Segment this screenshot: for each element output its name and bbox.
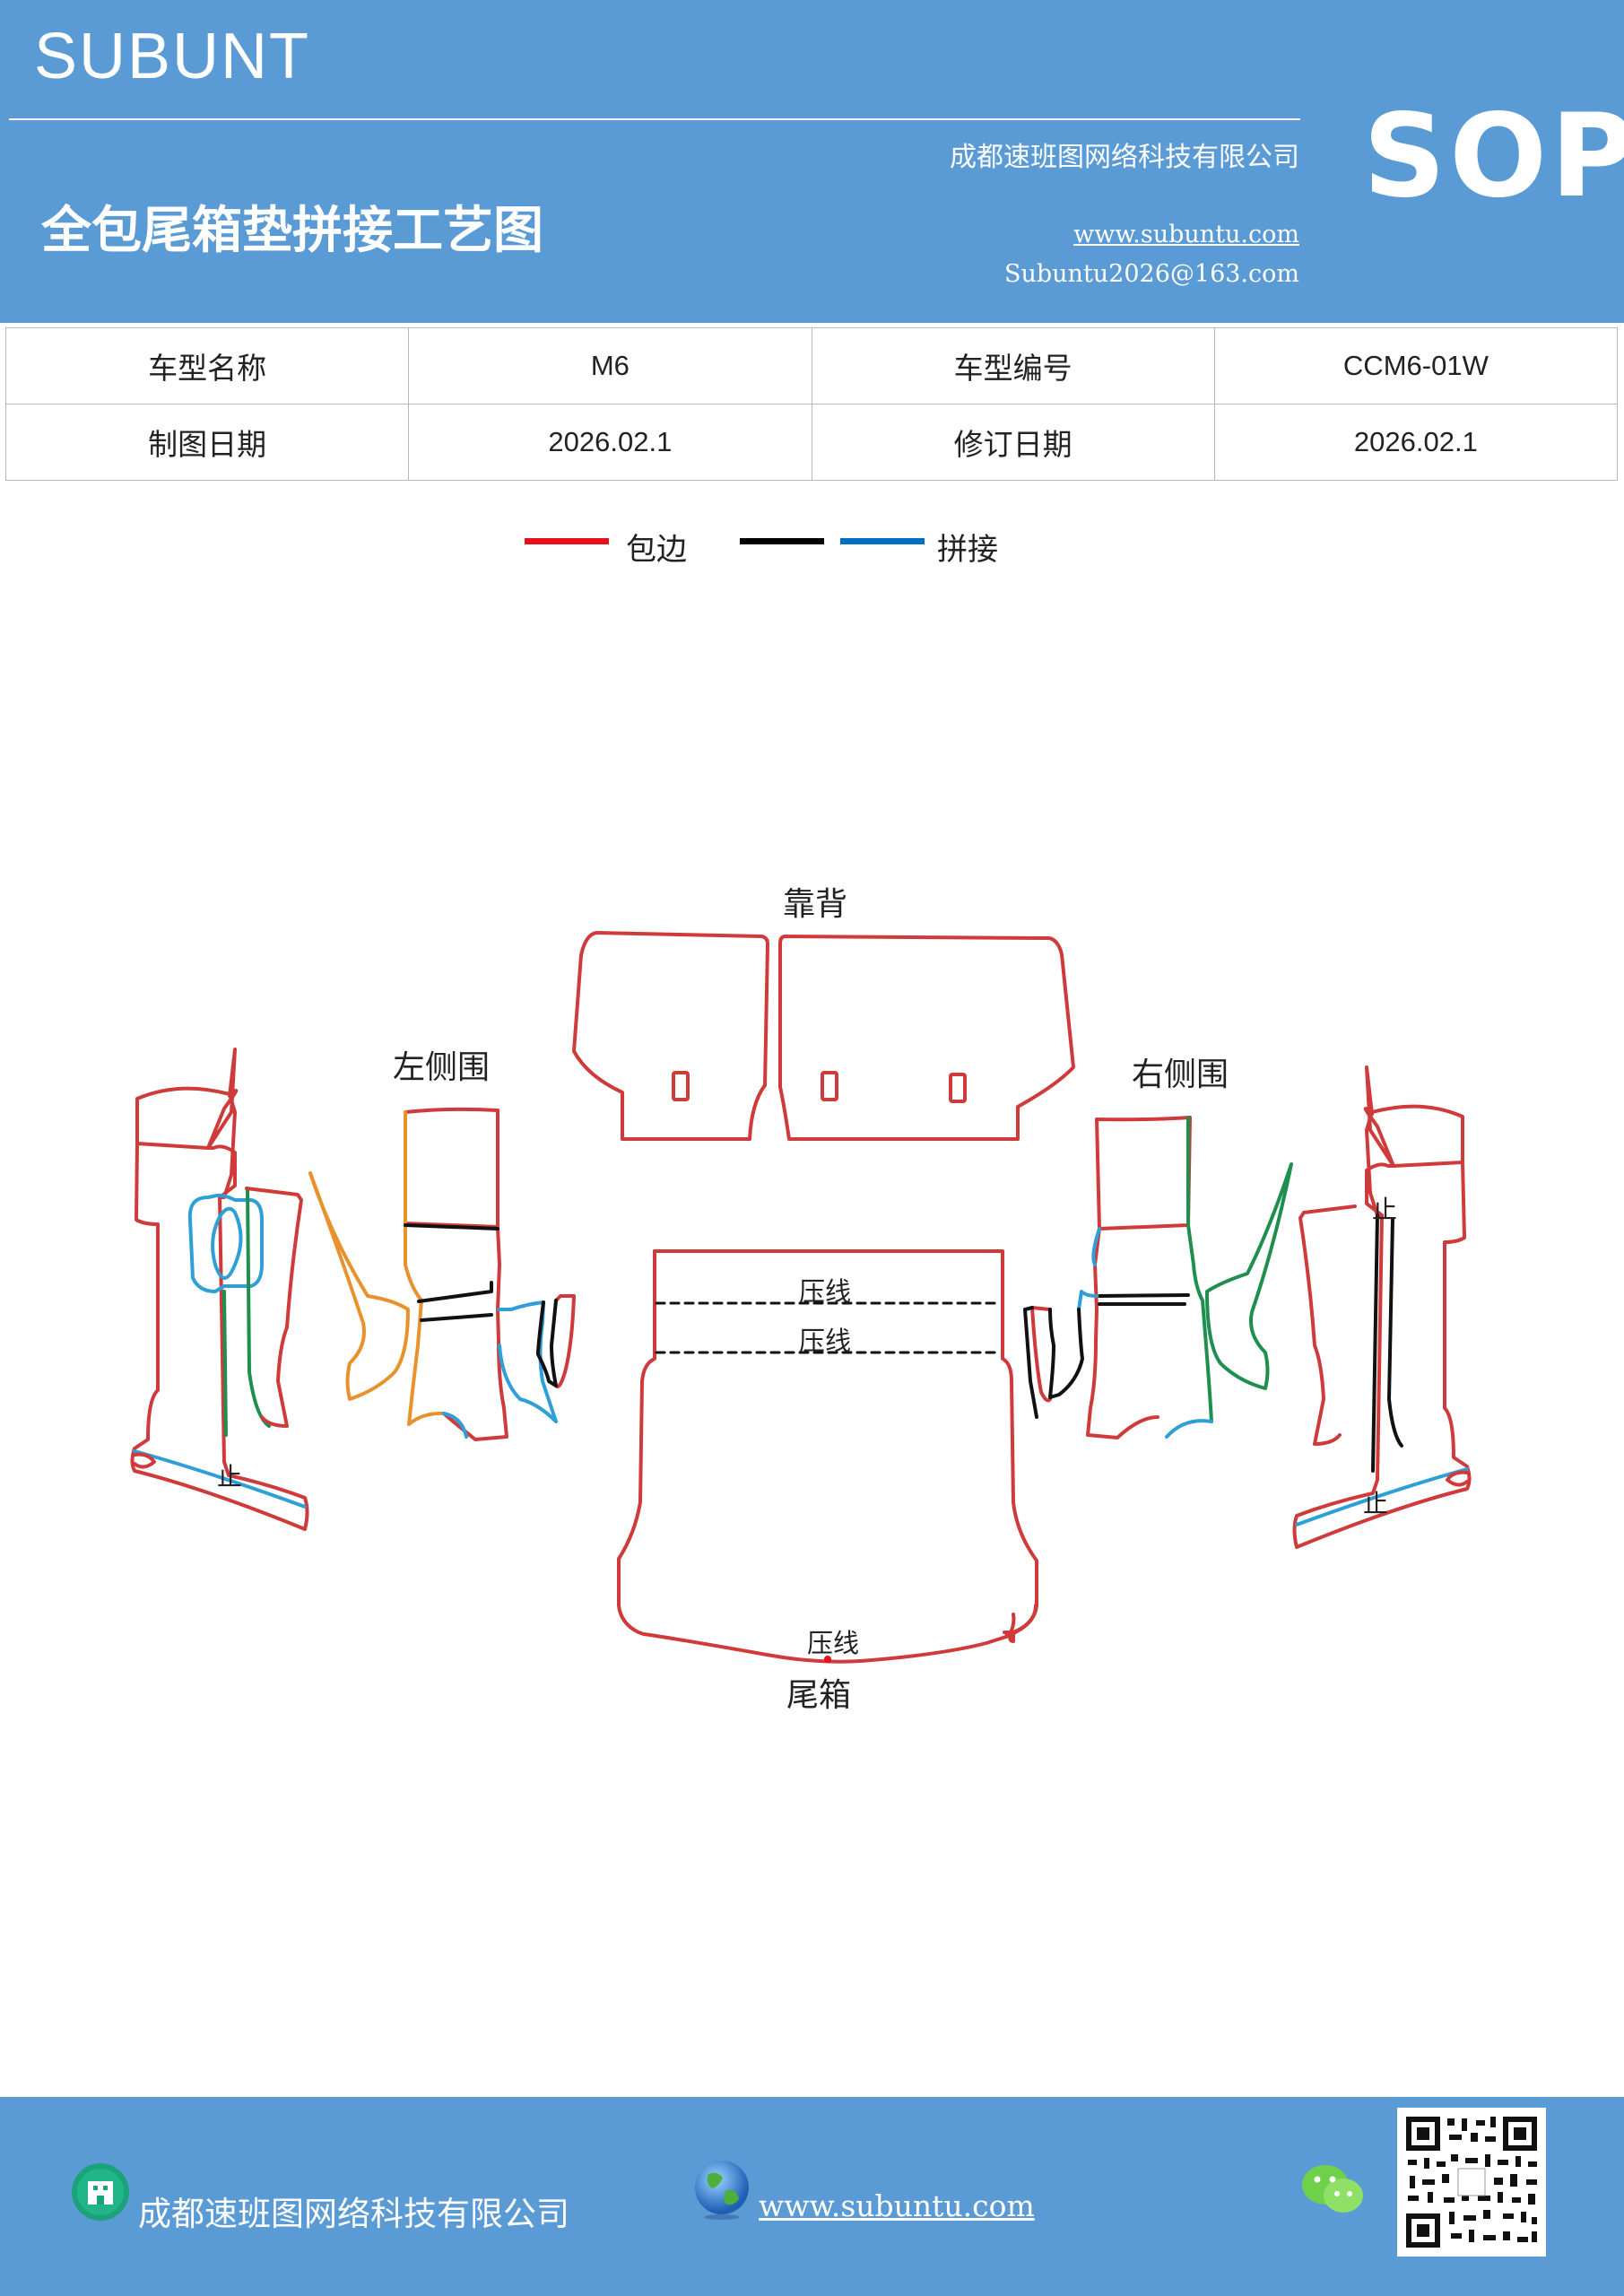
- left-seam-green: [222, 1187, 271, 1437]
- left-middle-column: [442, 1225, 508, 1441]
- footer-banner: 成都速班图网络科技有限公司 www.subuntu.com: [0, 2097, 1624, 2296]
- draw-date-value: 2026.02.1: [408, 404, 812, 481]
- revision-date-value: 2026.02.1: [1213, 404, 1619, 481]
- right-outer-panel: [1365, 1104, 1464, 1217]
- left-inset-blue: [211, 1206, 243, 1280]
- left-seam-black: [536, 1299, 558, 1387]
- legend-label-edge: 包边: [626, 532, 687, 568]
- revision-date-label: 修订日期: [811, 404, 1215, 481]
- document-title: 全包尾箱垫拼接工艺图: [41, 202, 543, 260]
- backrest-slot: [821, 1071, 838, 1101]
- vehicle-info-table: 车型名称 M6 车型编号 CCM6-01W 制图日期 2026.02.1 修订日…: [4, 327, 1619, 481]
- right-middle-column-top: [1095, 1116, 1192, 1231]
- label-press-line: 压线: [799, 1326, 851, 1356]
- left-outer-panel: [130, 1048, 309, 1531]
- backrest-panels: [572, 931, 1075, 1141]
- model-name-label: 车型名称: [4, 327, 410, 404]
- label-stop-mark: 止: [217, 1462, 242, 1492]
- brand-name: SUBUNT: [34, 21, 311, 92]
- model-code-label: 车型编号: [811, 327, 1215, 404]
- label-right-side: 右侧围: [1132, 1057, 1229, 1093]
- backrest-slot: [672, 1071, 690, 1101]
- legend-swatch-blue: [840, 538, 925, 544]
- model-code-value: CCM6-01W: [1213, 327, 1619, 404]
- label-backrest: 靠背: [783, 886, 847, 923]
- label-left-side: 左侧围: [393, 1049, 490, 1086]
- right-outer-panel-right: [1298, 1205, 1357, 1446]
- label-press-line: 压线: [807, 1628, 859, 1658]
- left-middle-column-top: [404, 1107, 499, 1229]
- sop-badge: SOP: [1363, 90, 1624, 223]
- label-trunk: 尾箱: [786, 1677, 851, 1714]
- right-outer-panel: [1292, 1065, 1472, 1549]
- backrest-slot: [949, 1073, 967, 1103]
- globe-icon: [695, 2161, 749, 2220]
- right-seam-blue: [1077, 1227, 1213, 1439]
- left-orange-piece: [308, 1171, 410, 1401]
- header-banner: SUBUNT 成都速班图网络科技有限公司 SOP 全包尾箱垫拼接工艺图 www.…: [0, 0, 1624, 323]
- footer-website-link[interactable]: www.subuntu.com: [759, 2188, 1035, 2223]
- right-small-piece: [1030, 1306, 1052, 1403]
- draw-date-label: 制图日期: [4, 404, 410, 481]
- company-name: 成都速班图网络科技有限公司: [950, 142, 1299, 173]
- right-seam-black: [1371, 1213, 1403, 1473]
- left-middle-column: [404, 1222, 446, 1426]
- legend-label-splice: 拼接: [937, 532, 998, 568]
- trunk-floor-panel: [617, 1249, 1038, 1664]
- right-middle-column: [1086, 1227, 1159, 1439]
- backrest-left-panel: [572, 931, 769, 1141]
- right-green-piece: [1205, 1162, 1293, 1390]
- legend: 包边 拼接: [0, 525, 1624, 570]
- qr-code-pattern: [1397, 2108, 1546, 2257]
- left-seam-black: [404, 1223, 499, 1322]
- right-bottom-circle: [1446, 1470, 1469, 1487]
- left-outer-panel-right: [245, 1187, 303, 1428]
- right-seam-black: [1023, 1306, 1084, 1419]
- left-outer-panel: [135, 1086, 237, 1199]
- wechat-icon: [1302, 2165, 1363, 2213]
- left-bottom-circle: [133, 1452, 156, 1469]
- left-inset-blue: [187, 1193, 264, 1293]
- label-stop-mark: 止: [1363, 1489, 1388, 1518]
- label-press-line: 压线: [799, 1276, 851, 1307]
- footer-company-name: 成都速班图网络科技有限公司: [138, 2195, 569, 2233]
- left-side-panels: [130, 1048, 576, 1531]
- model-name-value: M6: [408, 327, 812, 404]
- right-side-panels: [1023, 1065, 1472, 1549]
- qr-code: [1397, 2108, 1546, 2257]
- email-address: Subuntu2026@163.com: [1004, 260, 1299, 288]
- left-small-piece: [554, 1294, 576, 1388]
- table-row: 车型名称 M6 车型编号 CCM6-01W: [4, 327, 1619, 404]
- legend-swatch-red: [525, 538, 609, 544]
- label-stop-mark: 止: [1372, 1195, 1397, 1224]
- pattern-diagram: 靠背 左侧围 右侧围 尾箱 压线 压线 压线 止 止 止: [130, 886, 1472, 1714]
- building-icon: [72, 2163, 129, 2221]
- right-middle-column: [1186, 1223, 1213, 1423]
- legend-swatch-black: [740, 538, 824, 544]
- left-bottom-strip: [133, 1449, 307, 1509]
- right-seam-black: [1098, 1293, 1190, 1306]
- table-row: 制图日期 2026.02.1 修订日期 2026.02.1: [4, 404, 1619, 481]
- header-divider: [9, 118, 1300, 120]
- website-link[interactable]: www.subuntu.com: [1073, 221, 1299, 248]
- backrest-right-panel: [778, 935, 1075, 1141]
- right-bottom-strip: [1295, 1467, 1469, 1526]
